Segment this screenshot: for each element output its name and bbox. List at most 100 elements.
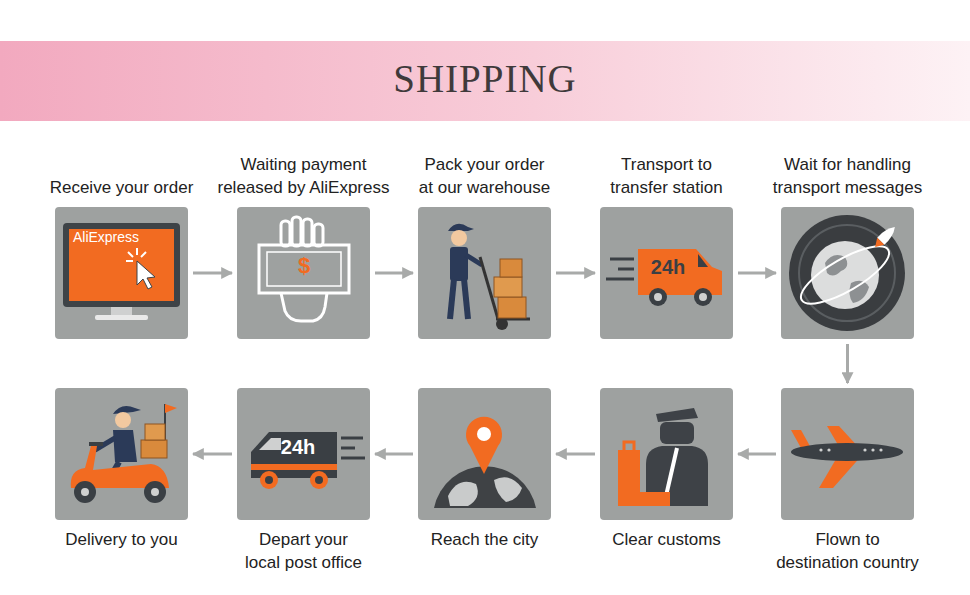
scooter-courier-icon — [71, 404, 177, 503]
delivery-van-icon-part — [259, 438, 281, 450]
flow-arrow — [556, 453, 595, 456]
monitor-icon-part — [126, 248, 146, 261]
process-step: Flown to destination country — [781, 388, 914, 520]
globe-rocket-icon — [789, 215, 905, 331]
delivery-van-icon-part-part — [341, 447, 355, 450]
flow-arrow — [738, 272, 776, 275]
process-step: Reach the city — [418, 388, 551, 520]
process-step: Receive your order — [55, 207, 188, 339]
delivery-van-icon-part — [341, 438, 365, 458]
scooter-courier-icon-part — [144, 481, 166, 503]
step-square-part — [418, 388, 551, 520]
step-label: Depart your local post office — [241, 528, 366, 574]
scooter-courier-icon-part — [145, 424, 165, 440]
customs-officer-icon-part — [666, 448, 677, 496]
worker-cart-icon-part — [496, 318, 508, 330]
delivery-van-icon-part — [638, 249, 722, 295]
monitor-icon-part — [95, 315, 148, 320]
payment-hand-icon — [259, 217, 349, 321]
scooter-courier-icon-part — [81, 488, 89, 496]
flow-arrow — [193, 272, 232, 275]
step-label: Reach the city — [395, 528, 575, 551]
payment-hand-icon-part — [281, 293, 327, 321]
airplane-icon-part-part — [871, 448, 874, 451]
scooter-courier-icon-part — [141, 440, 167, 458]
step-square-part — [237, 207, 370, 339]
monitor-icon-part — [137, 261, 155, 289]
delivery-van-icon-part-part — [606, 278, 634, 281]
step-square-part — [418, 207, 551, 339]
airplane-icon-part — [791, 430, 811, 448]
city-pin-icon-part — [477, 427, 491, 441]
step-label: Clear customs — [577, 528, 757, 551]
delivery-van-icon-part-part — [341, 457, 365, 460]
delivery-van-icon-part — [310, 471, 328, 489]
step-square-part — [781, 207, 914, 339]
airplane-icon-part-part — [879, 448, 882, 451]
process-step: Clear customs — [600, 388, 733, 520]
customs-officer-icon-part — [624, 442, 634, 450]
scooter-courier-icon-part — [89, 442, 103, 446]
process-step: Wait for handling transport messages — [781, 207, 914, 339]
worker-cart-icon-part — [464, 279, 468, 319]
city-pin-icon-part — [494, 477, 522, 502]
step-square-part — [600, 388, 733, 520]
monitor-icon — [63, 223, 180, 320]
step-label: Wait for handling transport messages — [758, 153, 938, 199]
scooter-courier-icon-part — [74, 481, 96, 503]
monitor-icon-part-part — [128, 252, 133, 257]
step-square-part — [237, 388, 370, 520]
scooter-courier-icon-part — [113, 406, 141, 414]
monitor-icon-part-part — [141, 252, 146, 257]
delivery-van-icon-part — [260, 471, 278, 489]
customs-officer-icon-part — [660, 422, 694, 444]
title-band — [0, 41, 970, 121]
step-label: Flown to destination country — [773, 528, 923, 574]
worker-cart-icon-part — [500, 259, 522, 277]
process-step: Waiting payment released by AliExpress — [237, 207, 370, 339]
delivery-van-icon-part — [699, 293, 707, 301]
delivery-van-icon-part — [315, 476, 323, 484]
diagram-title: SHIPPING — [0, 55, 970, 103]
airplane-icon-part — [819, 448, 882, 451]
delivery-van-icon-part-part — [341, 437, 363, 440]
globe-rocket-icon-part — [811, 241, 879, 309]
scooter-courier-icon-part — [113, 430, 137, 462]
customs-officer-icon-part — [618, 492, 670, 506]
monitor-icon-part — [69, 229, 174, 301]
worker-cart-icon-part — [448, 224, 474, 231]
monitor-icon-part-part — [126, 260, 133, 262]
monitor-icon-part — [63, 223, 180, 307]
worker-cart-icon — [448, 224, 530, 330]
airplane-icon-part-part — [827, 448, 830, 451]
step-square-part — [781, 388, 914, 520]
process-step: Depart your local post office — [237, 388, 370, 520]
process-step: Pack your order at our warehouse — [418, 207, 551, 339]
step-label: Waiting payment released by AliExpress — [214, 153, 394, 199]
flow-arrow — [556, 272, 595, 275]
monitor-icon-part-part — [136, 248, 138, 255]
step-square-part — [600, 207, 733, 339]
delivery-van-icon-part — [265, 476, 273, 484]
delivery-van-icon-part — [654, 293, 662, 301]
globe-rocket-icon-part — [789, 215, 905, 331]
step-label: Transport to transfer station — [602, 153, 732, 199]
icon-text: 24h — [281, 436, 315, 459]
scooter-courier-icon-part — [115, 412, 131, 428]
customs-officer-icon — [618, 408, 708, 506]
airplane-icon — [791, 426, 903, 488]
delivery-van-icon-part-part — [618, 268, 634, 271]
payment-hand-icon-part — [303, 219, 312, 246]
icon-text: AliExpress — [73, 229, 139, 245]
airplane-icon-part — [791, 443, 903, 461]
worker-cart-icon-part — [450, 247, 468, 281]
payment-hand-icon-part — [314, 224, 323, 246]
delivery-van-icon — [251, 432, 365, 489]
city-pin-icon-part — [448, 482, 478, 506]
payment-hand-icon-part — [267, 252, 341, 286]
globe-rocket-icon-part — [871, 223, 898, 250]
worker-cart-icon-part — [494, 277, 522, 297]
customs-officer-icon-part — [656, 408, 698, 422]
scooter-courier-icon-part — [165, 404, 177, 413]
flow-arrow — [193, 453, 232, 456]
